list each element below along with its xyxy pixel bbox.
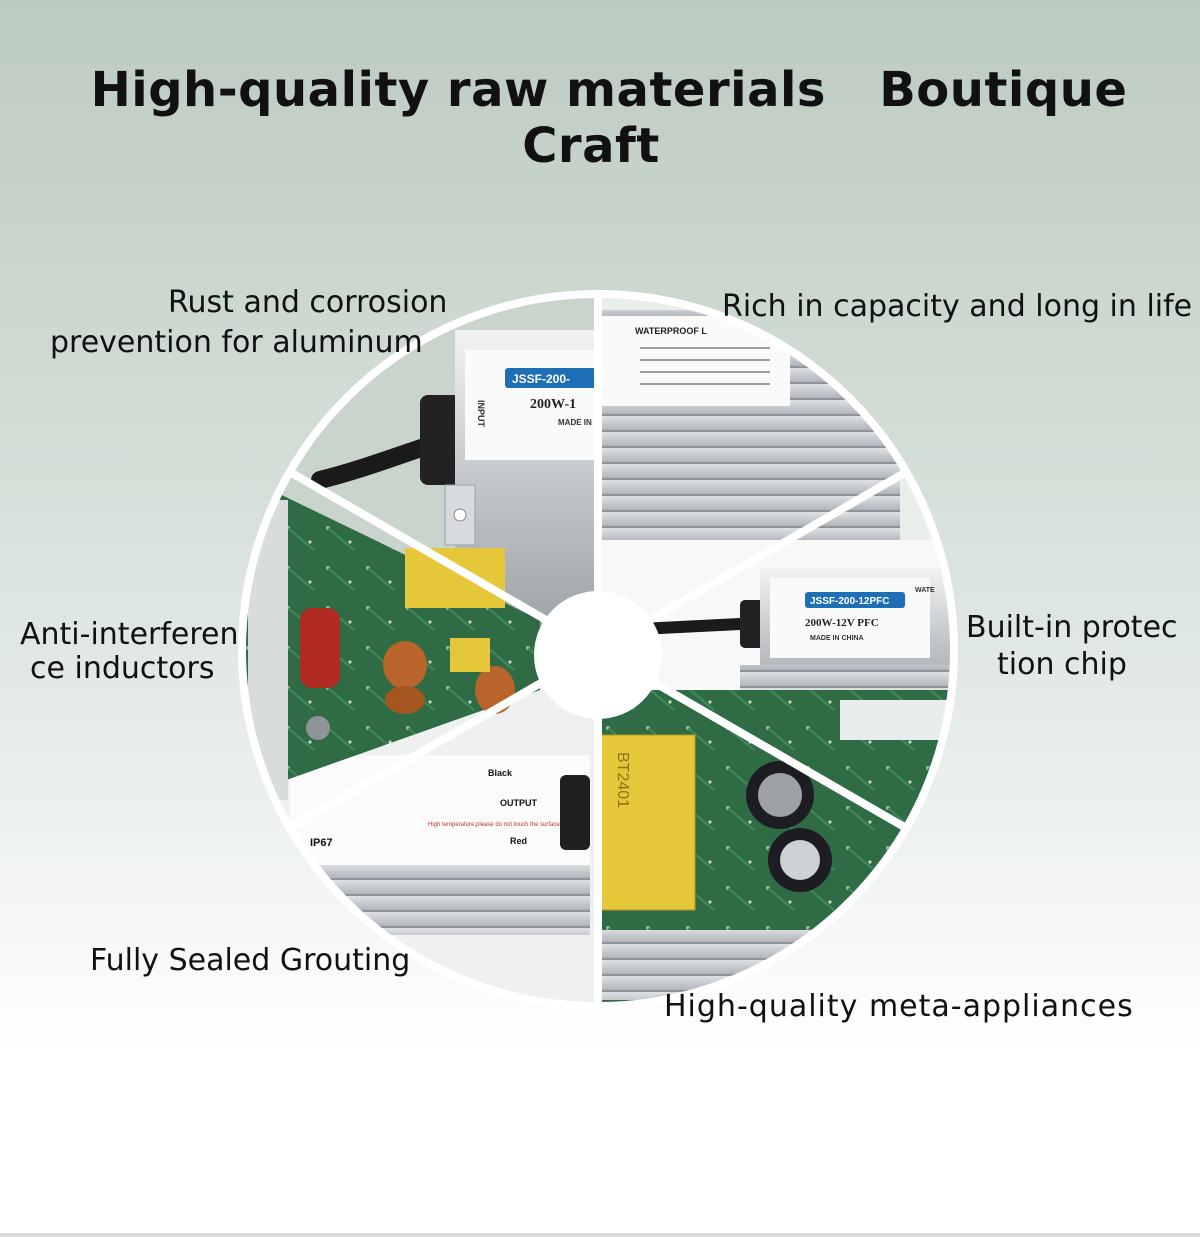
yellow-capacitor	[599, 734, 696, 911]
warning-text: High temperature,please do not touch the…	[428, 822, 560, 828]
slice-inductors	[242, 470, 540, 800]
wheel-hub	[534, 591, 662, 719]
black-lead-text: Black	[488, 768, 513, 778]
right-model-text: JSSF-200-12PFC	[810, 596, 889, 607]
page-headline: High-quality raw materials Boutique Craf…	[0, 62, 1200, 174]
label-rust-line2: prevention for aluminum	[50, 325, 423, 360]
inductor-1	[383, 641, 427, 689]
output-sticker	[290, 755, 590, 865]
label-rust-line1: Rust and corrosion	[168, 285, 448, 320]
inductor-2	[385, 686, 425, 714]
wheel-rim	[238, 290, 958, 1010]
right-spec-text: 200W-12V PFC	[805, 617, 879, 629]
label-chip-line1: Built-in protec	[966, 610, 1178, 645]
slice-meta-appliances: BT2401	[599, 690, 954, 1006]
label-appliances: High-quality meta-appliances	[664, 989, 1134, 1024]
label-sealed: Fully Sealed Grouting	[90, 943, 411, 978]
label-inductors-line1: Anti-interferen	[20, 617, 239, 652]
input-tag: INPUT	[476, 400, 486, 428]
label-inductors-line2: ce inductors	[30, 651, 215, 686]
model-badge	[505, 368, 605, 388]
right-waterproof-text: WATE	[915, 587, 935, 594]
label-chip-line2: tion chip	[997, 647, 1127, 682]
headline-left: High-quality raw materials	[90, 62, 826, 118]
waterproof-text: WATERPROOF L	[635, 326, 707, 336]
ip-rating-text: IP67	[310, 837, 333, 849]
red-lead-text: Red	[510, 836, 527, 846]
label-capacity: Rich in capacity and long in life	[722, 289, 1193, 324]
headline-right: Boutique Craft	[522, 62, 1128, 174]
made-in-text: MADE IN CHINA	[558, 418, 620, 427]
model-text: JSSF-200-	[512, 372, 570, 386]
red-capacitor	[300, 608, 340, 688]
slice-capacity: WATERPROOF L	[600, 294, 954, 550]
output-text: OUTPUT	[500, 798, 538, 808]
right-made-text: MADE IN CHINA	[810, 635, 864, 642]
spec-text: 200W-1	[530, 397, 576, 412]
capacitor-code: BT2401	[614, 752, 631, 808]
